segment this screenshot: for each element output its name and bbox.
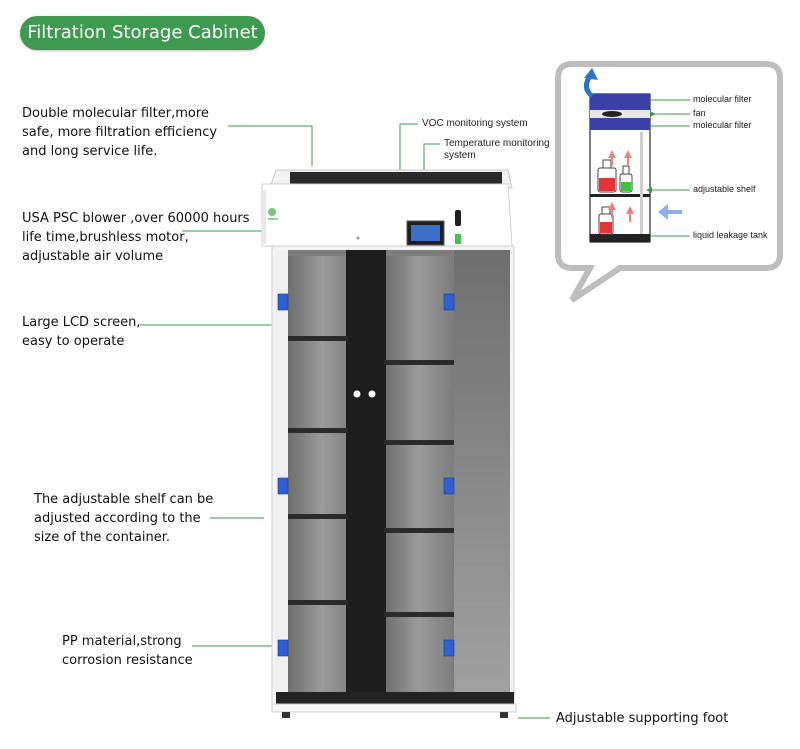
inset-label-molecular-filter-bottom: molecular filter [693, 120, 752, 130]
inset-label-adjustable-shelf: adjustable shelf [693, 184, 756, 194]
temp-callout: Temperature monitoring system [444, 138, 550, 161]
shelf-callout: The adjustable shelf can be adjusted acc… [34, 492, 214, 545]
material-callout: PP material,strong corrosion resistance [62, 634, 193, 668]
filter-callout: Double molecular filter,more safe, more … [22, 106, 218, 159]
lcd-callout: Large LCD screen, easy to operate [22, 315, 141, 349]
blower-callout: USA PSC blower ,over 60000 hours life ti… [22, 211, 250, 264]
inset-label-molecular-filter-top: molecular filter [693, 94, 752, 104]
voc-callout: VOC monitoring system [422, 118, 528, 129]
foot-callout: Adjustable supporting foot [556, 711, 729, 726]
inset-bubble [555, 61, 783, 303]
inset-label-liquid-leakage-tank: liquid leakage tank [693, 230, 768, 240]
cabinet-body [271, 245, 517, 718]
inset-label-fan: fan [693, 108, 706, 118]
cabinet-top [261, 169, 513, 247]
page-title: Filtration Storage Cabinet [20, 16, 265, 50]
